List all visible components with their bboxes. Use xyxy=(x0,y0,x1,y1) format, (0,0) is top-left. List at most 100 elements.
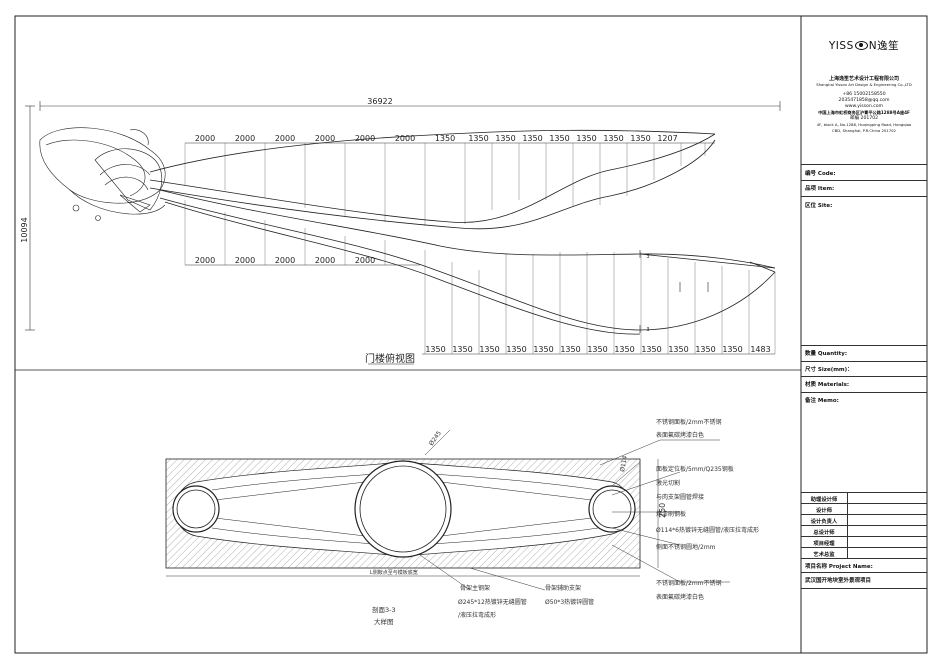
dimension-label: 1350 xyxy=(722,345,742,354)
callout-bottom-a: 不锈钢面板/2mm不锈钢 xyxy=(656,579,722,587)
site-label: 区位 Site: xyxy=(805,203,833,209)
dimension-label: 2000 xyxy=(195,134,215,143)
overall-width-label: 10094 xyxy=(20,217,29,242)
dimension-label: 1350 xyxy=(452,345,472,354)
project-name: 武汉国开地块室外景观项目 xyxy=(805,578,872,584)
callout-bottom-b: 表面氟碳烤漆白色 xyxy=(656,593,704,601)
callout-sub-a: Ø50*3热镀锌圆管 xyxy=(545,598,594,606)
head-sculpture xyxy=(39,127,166,221)
dimension-label: 2000 xyxy=(355,134,375,143)
callout-r2b: Ø114*6热镀锌无缝圆管/液压拉弯成形 xyxy=(656,526,759,534)
dimension-label: 1350 xyxy=(587,345,607,354)
side-tube-left xyxy=(172,485,220,533)
wing-outline xyxy=(149,129,776,335)
lower-ribs xyxy=(184,200,776,354)
project-name-label: 项目名称 Project Name: xyxy=(805,564,873,570)
dimension-label: 1350 xyxy=(495,134,515,143)
callout-r1a: 面板定位板/5mm/Q235钢板 xyxy=(656,465,734,473)
staff-row: 设计负责人 xyxy=(801,515,927,525)
dimension-label: 1350 xyxy=(425,345,445,354)
company-info: 上海逸笙艺术设计工程有限公司 Shanghai Yisson Art Desig… xyxy=(801,76,927,134)
dimension-label: 1350 xyxy=(641,345,661,354)
staff-row: 艺术总监 xyxy=(801,548,927,558)
eye-icon xyxy=(854,41,868,50)
small-diameter-label: Ø114 xyxy=(619,455,629,472)
section-marks xyxy=(639,250,709,333)
size-label: 尺寸 Size(mm)： xyxy=(805,367,853,373)
staff-row: 总设计师 xyxy=(801,526,927,536)
dimension-label: 1350 xyxy=(630,134,650,143)
upper-ribs xyxy=(184,143,706,226)
dimension-label: 1483 xyxy=(750,345,770,354)
dimension-label: 2000 xyxy=(235,256,255,265)
staff-row: 助理设计师 xyxy=(801,493,927,503)
staff-row: 项目经理 xyxy=(801,537,927,547)
callout-top-a: 不锈钢面板/2mm不锈钢 xyxy=(656,418,722,426)
section-detail xyxy=(165,458,641,569)
outer-frame xyxy=(14,15,928,654)
dimension-label: 1350 xyxy=(506,345,526,354)
dimension-label: 1350 xyxy=(435,134,455,143)
callout-main-label: 骨架主钢架 xyxy=(460,584,490,592)
dimension-label: 1350 xyxy=(695,345,715,354)
dimension-label: 1350 xyxy=(560,345,580,354)
bottom-dim-text: L侧鞍点至与模板底宽 xyxy=(370,569,418,576)
callout-sub-label: 骨架辅助支架 xyxy=(545,584,581,592)
memo-label: 备注 Memo: xyxy=(805,398,839,404)
callout-top-b: 表面氟碳烤漆白色 xyxy=(656,431,704,439)
dimension-label: 2000 xyxy=(315,134,335,143)
main-tube xyxy=(354,460,452,558)
dimension-label: 2000 xyxy=(195,256,215,265)
dimension-label: 2000 xyxy=(275,256,295,265)
leader-lines xyxy=(166,429,730,591)
dimension-label: 1350 xyxy=(522,134,542,143)
dimension-label: 1350 xyxy=(614,345,634,354)
code-label: 编号 Code: xyxy=(805,171,836,177)
company-name-en: Shanghai Yisson Art Design & Engineering… xyxy=(816,82,912,87)
callout-r2c: 侧面不锈钢圆地/2mm xyxy=(656,543,716,551)
callout-r1c: 与肉支架圆管焊接 xyxy=(656,493,704,501)
company-address-en-1: 4F, block A, No.1288, Huqingping Road, H… xyxy=(816,122,912,127)
section-caption-2: 大样图 xyxy=(374,617,394,626)
dimension-label: 2000 xyxy=(235,134,255,143)
side-tube-right xyxy=(588,485,636,533)
dimension-label: 1350 xyxy=(603,134,623,143)
top-view-caption: 门楼俯视图 xyxy=(365,352,415,365)
item-label: 品项 Item: xyxy=(805,186,835,192)
section-labels: Ø245 Ø114 250 L侧鞍点至与模板底宽 剖面3-3 大样图 不锈钢面板… xyxy=(370,418,759,626)
quantity-label: 数量 Quantity: xyxy=(805,351,848,357)
dimension-label: 1207 xyxy=(657,134,677,143)
dimension-label: 1350 xyxy=(479,345,499,354)
dimension-label: 2000 xyxy=(315,256,335,265)
company-address-en-2: CBD, Shanghai, P.R.China 201702 xyxy=(832,128,896,133)
callout-r2a: 烤漆刷钢板 xyxy=(656,510,686,518)
company-web: www.yisson.com xyxy=(844,104,884,109)
callout-main-b: /液压拉弯成形 xyxy=(458,611,496,619)
dimension-label: 1350 xyxy=(549,134,569,143)
overall-length-label: 36922 xyxy=(367,97,392,106)
company-address-cn: 中国上海市虹桥商务区沪青平公路1288号A座4F xyxy=(818,110,910,115)
dimension-label: 1350 xyxy=(668,345,688,354)
company-phone: +86 15002158550 xyxy=(842,92,886,97)
top-view xyxy=(25,101,781,355)
dimension-label: 2000 xyxy=(355,256,375,265)
section-caption-1: 剖面3-3 xyxy=(372,605,396,614)
top-view-labels: 36922 10094 2000 2000 2000 2000 2000 2000 1350… xyxy=(20,97,771,365)
section-mark-label: 3 xyxy=(646,254,649,260)
company-zip: 邮编 201702 xyxy=(849,116,879,121)
callout-main-a: Ø245*12热镀锌无缝圆管 xyxy=(458,598,527,606)
dimension-label: 2000 xyxy=(395,134,415,143)
dimension-label: 1350 xyxy=(533,345,553,354)
dimension-label: 1350 xyxy=(576,134,596,143)
section-mark-label: 3 xyxy=(646,327,649,333)
callout-r1b: 激光切割 xyxy=(656,479,680,487)
middle-dimension-texts: 2000 2000 2000 2000 2000 xyxy=(195,256,375,265)
materials-label: 材质 Materials: xyxy=(805,382,850,388)
height-dim-label: 250 xyxy=(658,503,667,518)
main-diameter-label: Ø245 xyxy=(428,430,443,447)
